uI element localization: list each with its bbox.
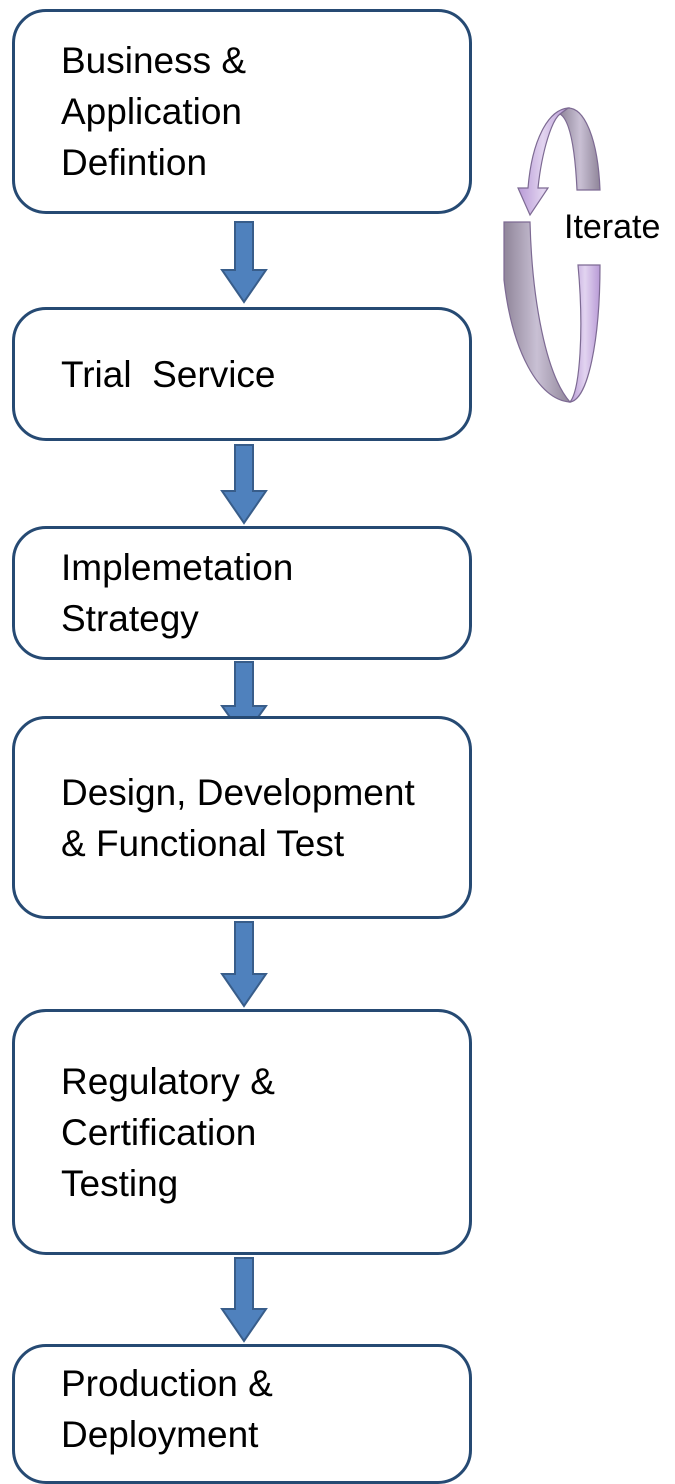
step-label-line: Defintion (61, 142, 208, 183)
step-label-line: Production & (61, 1363, 273, 1404)
step-label-line: Regulatory & (61, 1060, 275, 1102)
step-label-line: Business & (61, 40, 247, 81)
step-label: Design, Development & Functional Test (61, 719, 415, 916)
down-arrow-icon (220, 921, 268, 1008)
step-label: Business & Application Defintion (61, 12, 246, 211)
step-box-business-application-definition: Business & Application Defintion (12, 9, 472, 214)
step-box-implementation-strategy: Implemetation Strategy (12, 526, 472, 660)
step-label-line: Design, Development (61, 771, 415, 813)
step-box-production-deployment: Production & Deployment (12, 1344, 472, 1484)
step-box-regulatory-certification-testing: Regulatory & Certification Testing (12, 1009, 472, 1255)
step-box-trial-service: Trial Service (12, 307, 472, 441)
step-label: Trial Service (61, 310, 276, 438)
step-label-line: Testing (61, 1162, 179, 1204)
step-label-line: Application (61, 91, 243, 132)
iterate-cycle-icon (503, 107, 601, 403)
step-label-line: Implemetation (61, 547, 294, 588)
iterate-label: Iterate (564, 208, 661, 246)
step-label: Production & Deployment (61, 1347, 273, 1471)
down-arrow-icon (220, 1257, 268, 1343)
step-label-line: Certification (61, 1111, 257, 1153)
step-box-design-development-functional-test: Design, Development & Functional Test (12, 716, 472, 919)
step-label-line: Strategy (61, 598, 199, 639)
step-label-line: Trial Service (61, 353, 276, 395)
step-label: Implemetation Strategy (61, 529, 293, 657)
down-arrow-icon (220, 221, 268, 304)
step-label-line: Deployment (61, 1414, 259, 1455)
step-label-line: & Functional Test (61, 822, 345, 864)
down-arrow-icon (220, 444, 268, 525)
step-label: Regulatory & Certification Testing (61, 1012, 275, 1252)
